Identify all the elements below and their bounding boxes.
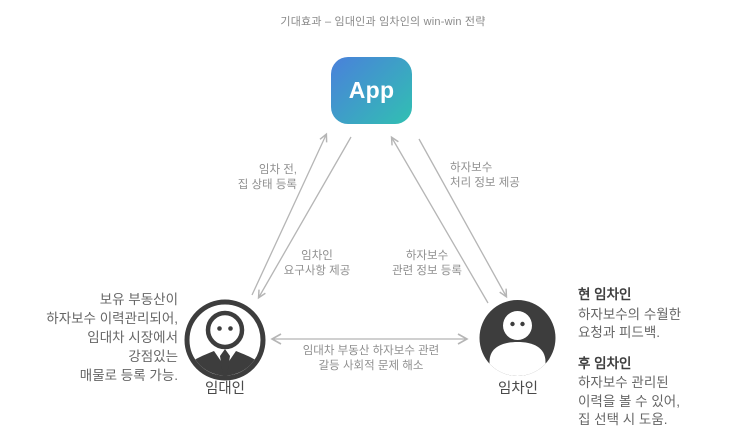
landlord-label: 임대인 — [204, 381, 246, 397]
arrow-tenant-to-app — [390, 135, 489, 304]
label-app-to-tenant: 하자보수 처리 정보 제공 — [450, 162, 520, 189]
arrow-app-to-tenant — [418, 138, 508, 299]
later-tenant-heading: 후 임차인 — [578, 355, 632, 371]
label-app-to-landlord: 임차인 요구사항 제공 — [283, 250, 351, 277]
label-landlord-tenant: 임대차 부동산 하자보수 관련 갈등 사회적 문제 해소 — [302, 345, 440, 372]
later-tenant-text: 하자보수 관리된 이력을 볼 수 있어, 집 선택 시 도움. — [578, 375, 680, 427]
arrow-landlord-tenant — [270, 333, 469, 345]
app-node: App — [331, 57, 412, 124]
arrow-app-to-landlord — [257, 136, 352, 300]
slide-title: 기대효과 – 임대인과 임차인의 win-win 전략 — [280, 16, 486, 28]
tenant-label: 임차인 — [497, 381, 539, 397]
tenant-icon — [479, 300, 556, 376]
current-tenant-heading: 현 임차인 — [578, 287, 632, 302]
landlord-icon — [184, 299, 266, 381]
landlord-benefit-text: 보유 부동산이 하자보수 이력관리되어, 임대차 시장에서 강점있는 매물로 등… — [46, 292, 178, 383]
label-landlord-to-app: 임차 전, 집 상태 등록 — [237, 164, 297, 191]
arrow-landlord-to-app — [251, 132, 328, 296]
label-tenant-to-app: 하자보수 관련 정보 등록 — [392, 250, 462, 277]
current-tenant-text: 하자보수의 수월한 요청과 피드백. — [578, 306, 682, 341]
tenant-benefit-panel: 현 임차인 하자보수의 수월한 요청과 피드백. 후 임차인 하자보수 관리된 … — [578, 286, 730, 433]
app-node-label: App — [348, 77, 395, 103]
